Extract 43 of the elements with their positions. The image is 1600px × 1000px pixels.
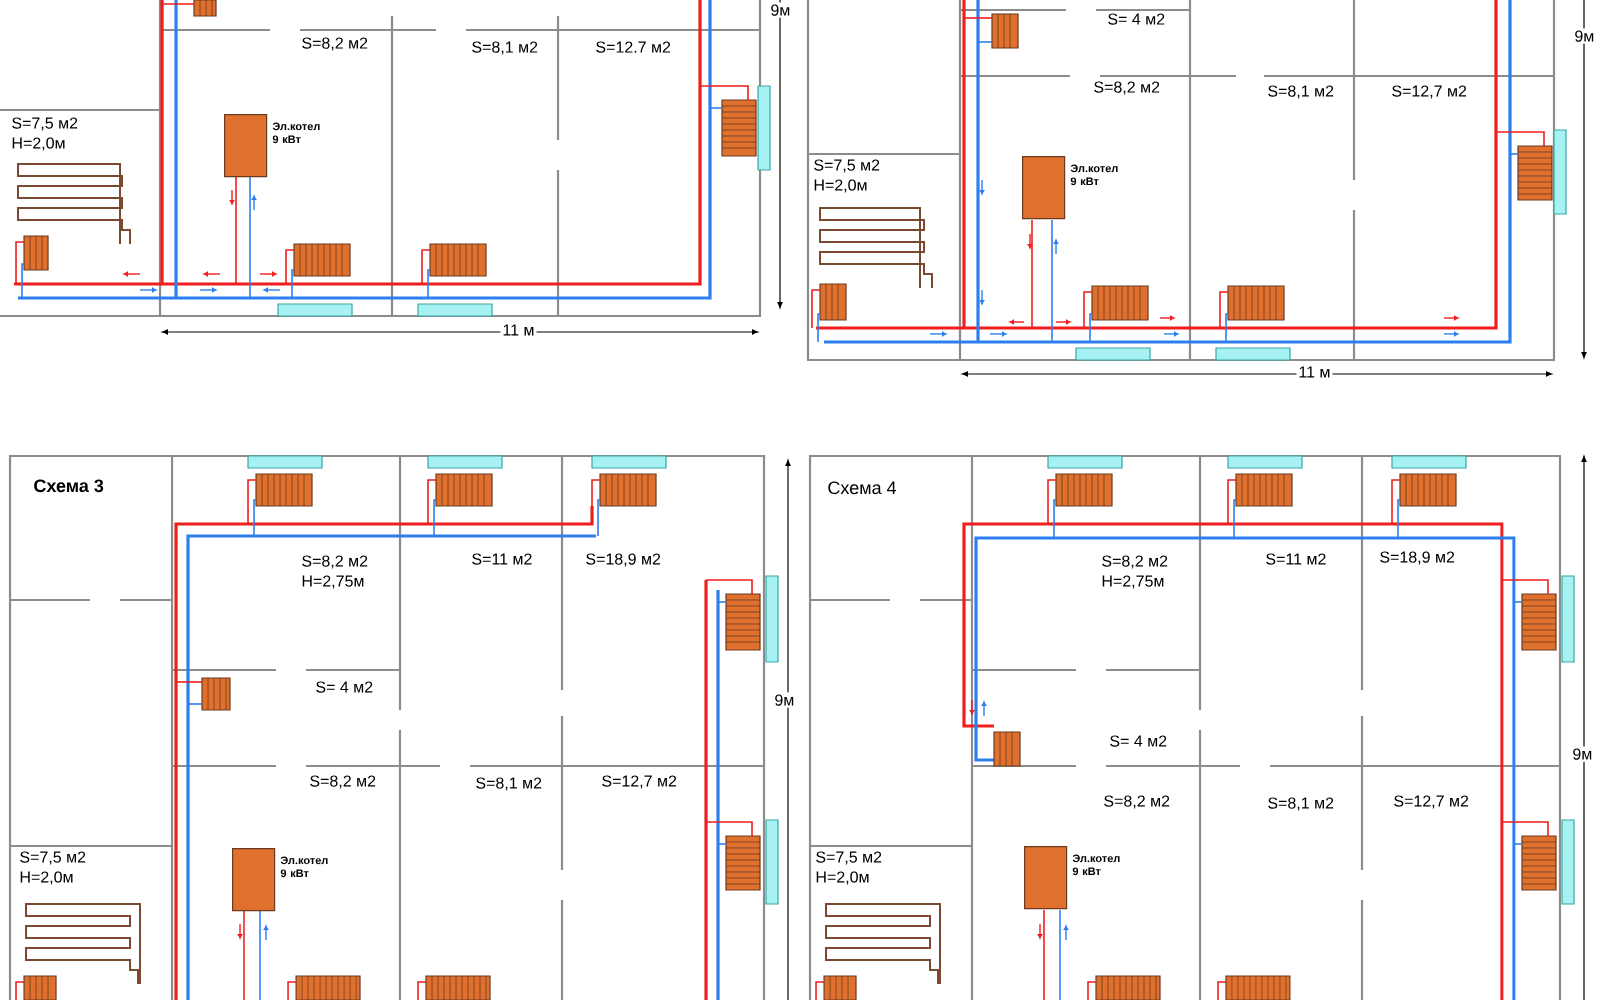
area-label: S=12,7 м2 — [1394, 795, 1469, 809]
area-label: S=18,9 м2 — [586, 553, 661, 567]
dimension-label: 9м — [768, 2, 793, 18]
area-label: S=8,2 м2 — [302, 555, 368, 569]
area-label: S=8,1 м2 — [472, 41, 538, 55]
area-label: S=8,1 м2 — [1268, 85, 1334, 99]
area-label: S=7,5 м2 — [20, 851, 86, 865]
boiler-box — [224, 114, 268, 178]
area-label: S=7,5 м2 — [12, 117, 78, 131]
area-label: S= 4 м2 — [316, 681, 373, 693]
scheme-title: Схема 3 — [34, 479, 104, 493]
area-label: S=18,9 м2 — [1380, 551, 1455, 565]
dimension-label: 9м — [1570, 746, 1595, 762]
dimension-label: 9м — [772, 692, 797, 708]
area-label: S=8,2 м2 — [310, 775, 376, 789]
height-label: H=2,0м — [20, 871, 73, 885]
area-label: S=8,2 м2 — [1104, 795, 1170, 809]
area-label: S=8,2 м2 — [1102, 555, 1168, 569]
area-label: S=12,7 м2 — [1392, 85, 1467, 99]
height-label: H=2,75м — [1102, 575, 1164, 589]
scheme-title: Схема 4 — [828, 481, 897, 495]
area-label: S= 4 м2 — [1110, 735, 1167, 747]
area-label: S=8,2 м2 — [302, 37, 368, 51]
area-label: S=11 м2 — [472, 553, 532, 565]
height-label: H=2,75м — [302, 575, 364, 589]
area-label: S=8,2 м2 — [1094, 81, 1160, 95]
boiler-box — [1024, 846, 1068, 910]
area-label: S=11 м2 — [1266, 553, 1326, 565]
boiler-box — [1022, 156, 1066, 220]
area-label: S=7,5 м2 — [816, 851, 882, 865]
area-label: S=8,1 м2 — [476, 777, 542, 791]
area-label: S= 4 м2 — [1108, 13, 1165, 25]
dimension-label: 11 м — [1296, 364, 1333, 380]
dimension-label: 11 м — [500, 322, 537, 338]
height-label: H=2,0м — [12, 137, 65, 151]
area-label: S=7,5 м2 — [814, 159, 880, 173]
height-label: H=2,0м — [814, 179, 867, 193]
area-label: S=12,7 м2 — [602, 775, 677, 789]
height-label: H=2,0м — [816, 871, 869, 885]
dimension-label: 9м — [1572, 28, 1597, 44]
area-label: S=8,1 м2 — [1268, 797, 1334, 811]
boiler-box — [232, 848, 276, 912]
area-label: S=12.7 м2 — [596, 41, 671, 53]
